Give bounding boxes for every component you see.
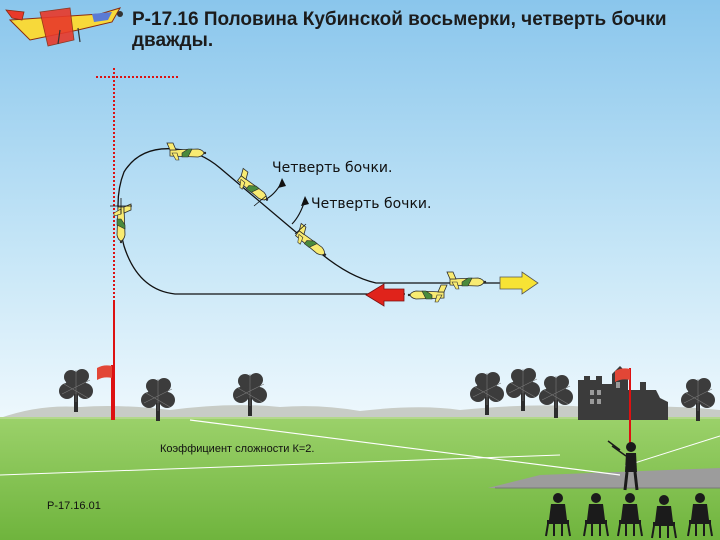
direction-arrow-icon [499,271,539,295]
flag-icon [615,368,631,450]
quarter-roll-arrow [291,196,309,225]
difficulty-coefficient: Коэффициент сложности К=2. [160,443,315,455]
castle-icon [578,366,668,420]
perspective-line [624,435,720,467]
distant-hills [0,405,720,420]
pilot-icon [607,440,639,491]
quarter-roll-label-2: Четверть бочки. [311,196,432,212]
logo-aircraft-icon [5,7,123,47]
runway-strip [488,468,720,488]
perspective-line [189,419,621,476]
figure-code: Р-17.16.01 [47,500,101,512]
quarter-roll-label-1: Четверть бочки. [272,160,393,176]
figure-title: Р-17.16 Половина Кубинской восьмерки, че… [132,9,667,51]
direction-arrow-icon [365,283,405,307]
perspective-line [0,454,561,476]
flag-icon [97,365,113,420]
